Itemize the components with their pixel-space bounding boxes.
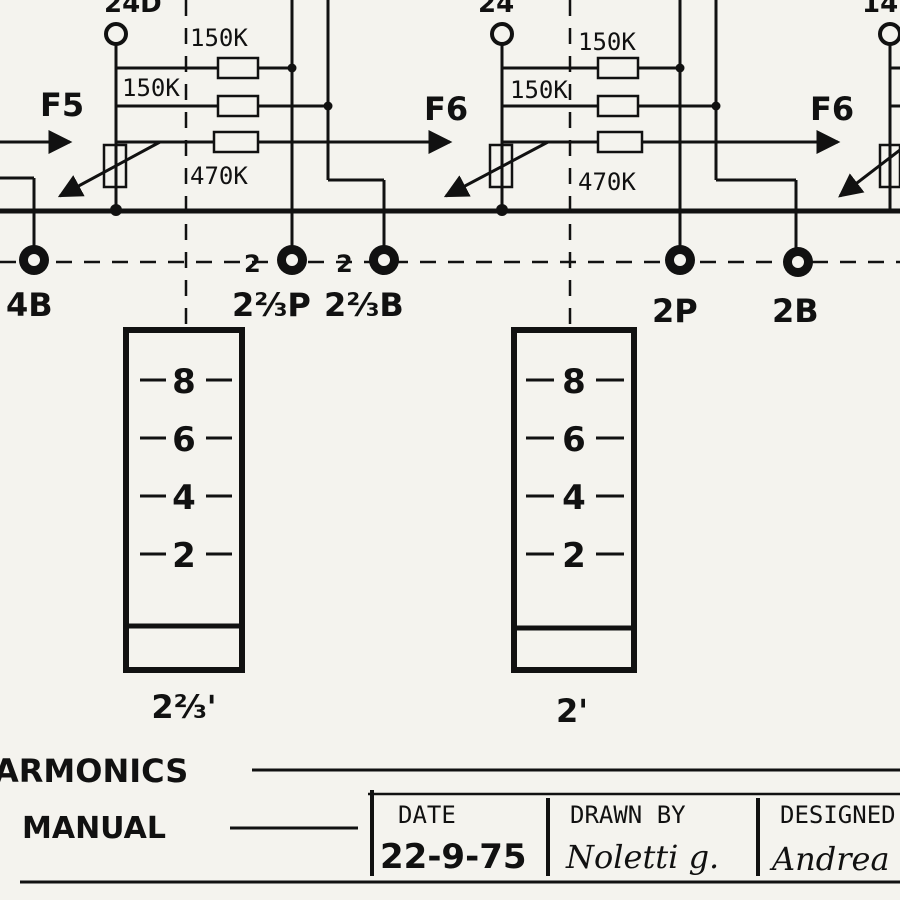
drawbar2-mark-2: 2 — [562, 536, 586, 576]
jack-2p: 2P — [652, 245, 698, 330]
jack-2-2-3b: 2 2⅔B — [324, 245, 404, 324]
jack-prefix-2-2-3b: 2 — [336, 250, 353, 278]
drawbar1-mark-2: 2 — [172, 536, 196, 576]
jack-prefix-2-2-3p: 2 — [244, 250, 261, 278]
drawbar1-mark-6: 6 — [172, 420, 196, 460]
dashed-guides — [0, 0, 900, 330]
jack-label-2p: 2P — [652, 292, 698, 330]
drawbar1-mark-4: 4 — [172, 478, 196, 518]
terminal-24-label: 24 — [478, 0, 514, 19]
filter-label-f6: F6 — [424, 90, 468, 128]
terminal-14: 14 — [862, 0, 900, 46]
resistor-470k — [212, 130, 260, 154]
resistor-label-150k-c: 150K — [578, 28, 636, 56]
drawbar-2-2-3[interactable]: 8 6 4 2 — [123, 327, 245, 673]
drawbar2-mark-8: 8 — [562, 362, 586, 402]
drawbar1-footage: 2⅔' — [151, 688, 216, 726]
jack-label-4b: 4B — [6, 286, 53, 324]
resistor-network-right — [838, 44, 900, 212]
drawbar-2[interactable]: 8 6 4 2 — [511, 327, 637, 673]
manual-label: MANUAL — [22, 811, 166, 846]
title-block — [20, 790, 900, 884]
designed-value: Andrea — [769, 840, 890, 878]
resistor-150k-b — [216, 94, 260, 118]
resistor-network-middle — [443, 0, 841, 258]
drawbar2-footage: 2' — [556, 692, 588, 730]
resistor-label-150k-a: 150K — [190, 24, 248, 52]
drawn-by-value: Noletti g. — [565, 838, 719, 876]
terminal-24d: 24D — [104, 0, 162, 46]
filter-label-f6-right: F6 — [810, 90, 854, 128]
drawbar2-mark-6: 6 — [562, 420, 586, 460]
resistor-label-470k-b: 470K — [578, 168, 636, 196]
resistor-label-150k-b: 150K — [122, 74, 180, 102]
drawn-by-label: DRAWN BY — [570, 801, 686, 829]
jack-4b: 4B — [6, 245, 53, 324]
resistor-label-150k-d: 150K — [510, 76, 568, 104]
jack-label-2-2-3p: 2⅔P — [232, 286, 311, 324]
designed-label: DESIGNED — [780, 801, 896, 829]
jack-label-2b: 2B — [772, 292, 819, 330]
drawbar1-mark-8: 8 — [172, 362, 196, 402]
jack-2b: 2B — [772, 247, 819, 330]
terminal-14-label: 14 — [862, 0, 898, 19]
resistor-label-470k: 470K — [190, 162, 248, 190]
date-value: 22-9-75 — [380, 837, 527, 877]
terminal-24: 24 — [478, 0, 514, 46]
harmonics-label: ARMONICS — [0, 752, 188, 790]
jack-label-2-2-3b: 2⅔B — [324, 286, 404, 324]
jack-2-2-3p: 2 2⅔P — [232, 245, 311, 324]
resistor-150k-a — [216, 56, 260, 80]
potentiometer-left — [102, 143, 128, 189]
potentiometer-middle — [488, 143, 514, 189]
date-label: DATE — [398, 801, 456, 829]
terminal-24d-label: 24D — [104, 0, 162, 19]
drawbar2-mark-4: 4 — [562, 478, 586, 518]
filter-label-f5: F5 — [40, 86, 84, 124]
